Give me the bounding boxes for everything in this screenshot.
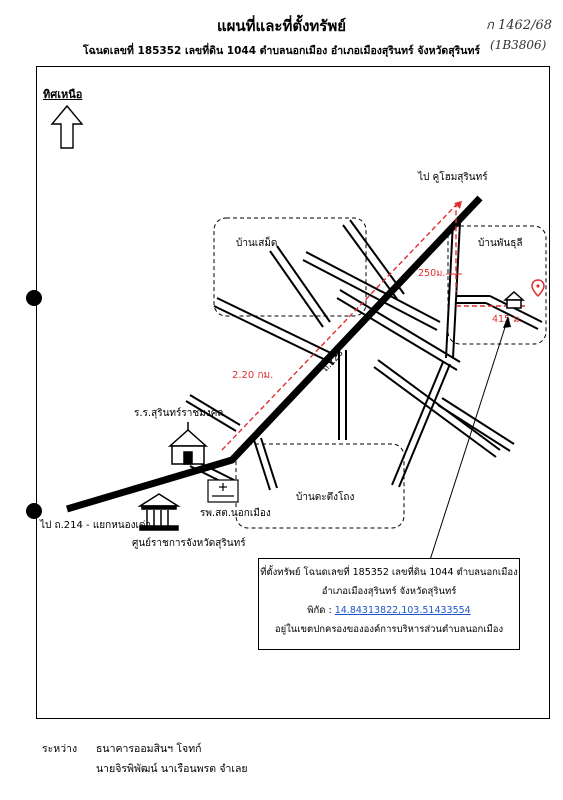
label-dist-250: 250ม. [418, 268, 445, 279]
between-label: ระหว่าง [42, 743, 78, 755]
road-samet-diag-2 [269, 245, 331, 328]
label-school: ร.ร.สุรินทร์ราชมงคล [134, 407, 223, 419]
label-ban-phanthuli: บ้านพันธุลี [478, 237, 522, 249]
info-line-2: อำเภอเมืองสุรินทร์ จังหวัดสุรินทร์ [321, 586, 457, 597]
info-line-1: ที่ตั้งทรัพย์ โฉนดเลขที่ 185352 เลขที่ดิ… [260, 567, 518, 578]
binder-hole-top [26, 290, 42, 306]
route-arrow-icon [454, 201, 462, 209]
road-samet-diag-3 [342, 219, 405, 300]
north-label: ทิศเหนือ [43, 88, 83, 101]
secondary-roads [185, 219, 543, 491]
road-school [185, 394, 241, 432]
hospital-icon [207, 479, 239, 503]
road-samet-diag-1 [213, 297, 338, 365]
road-east-sw [391, 361, 451, 488]
label-to-214: ไป ถ.214 - แยกหนองเต่า [39, 519, 151, 531]
map-frame [36, 66, 550, 719]
page-title: แผนที่และที่ตั้งทรัพย์ [216, 17, 347, 35]
pointer-arrow-icon [503, 316, 511, 328]
label-ban-samet: บ้านเสม็ด [236, 235, 277, 249]
defendant-text: นายจิรพิพัฒน์ นาเรือนพรต จำเลย [96, 763, 248, 775]
government-building-icon [137, 493, 181, 531]
info-line-4: อยู่ในเขตปกครองขององค์การบริหารส่วนตำบลน… [274, 624, 504, 635]
info-pointer-line [429, 317, 509, 561]
plaintiff-text: ธนาคารออมสินฯ โจทก์ [96, 743, 202, 755]
info-coords-link[interactable]: 14.84313822,103.51433554 [334, 605, 471, 616]
handwritten-ref-code: (1B3806) [490, 38, 547, 52]
road-to-tadueng [253, 437, 278, 491]
road-mid-east [302, 251, 441, 331]
handwritten-ref-number: ก 1462/68 [486, 18, 553, 33]
village-zone-phanthuli [447, 225, 547, 345]
info-coord-row: พิกัด : 14.84313822,103.51433554 [259, 601, 519, 620]
road-vertical-mid [338, 350, 347, 440]
school-icon [168, 422, 208, 465]
village-zone-samet [213, 217, 367, 317]
road-far-east-1 [373, 359, 501, 458]
location-pin-icon [531, 279, 545, 298]
label-ban-tadueng: บ้านตะตึงโถง [296, 490, 354, 503]
info-coord-label: พิกัด : [307, 605, 332, 616]
label-hospital: รพ.สต.นอกเมือง [200, 507, 271, 519]
road-east-vertical [445, 221, 461, 359]
label-to-kudsom: ไป คูโฮมสุรินทร์ [417, 170, 488, 183]
road-mid-long [336, 289, 461, 371]
label-gov-center: ศูนย์ราชการจังหวัดสุรินทร์ [132, 537, 246, 549]
property-info-box: ที่ตั้งทรัพย์ โฉนดเลขที่ 185352 เลขที่ดิ… [258, 558, 520, 650]
highway-226 [66, 195, 483, 513]
north-arrow-icon [50, 104, 84, 149]
road-property [456, 295, 543, 330]
binder-hole-bottom [26, 503, 42, 519]
label-dist-main: 2.20 กม. [232, 370, 273, 381]
page-subtitle: โฉนดเลขที่ 185352 เลขที่ดิน 1044 ตำบลนอก… [82, 45, 481, 57]
property-house-icon [503, 290, 525, 309]
